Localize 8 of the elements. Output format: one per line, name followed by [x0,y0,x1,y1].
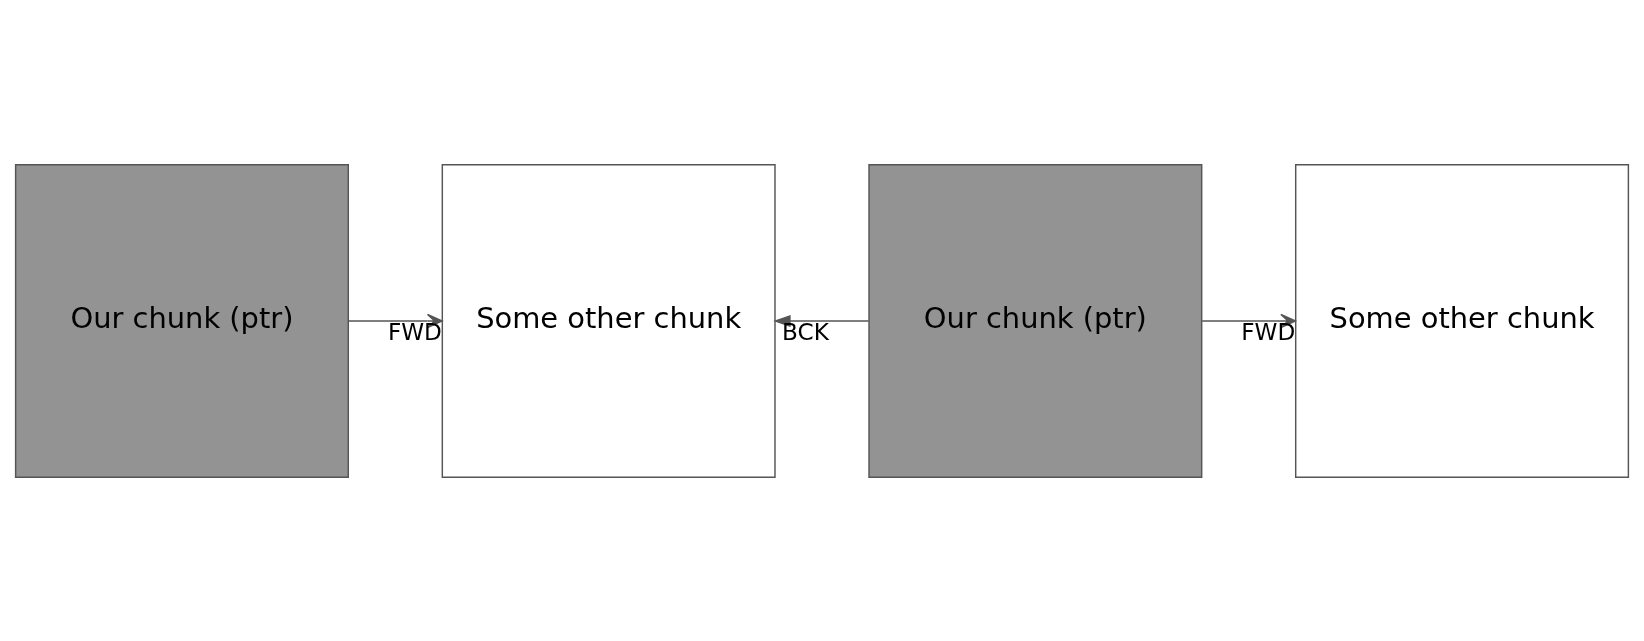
arrow [773,314,870,327]
node-box: Our chunk (ptr) [868,163,1203,478]
edge-label: BCK [782,318,829,345]
node-box: Some other chunk [441,163,776,478]
edge-label: FWD [387,318,442,345]
edge-label: FWD [1241,318,1296,345]
node-box: Our chunk (ptr) [14,163,349,478]
node-box: Some other chunk [1295,163,1630,478]
